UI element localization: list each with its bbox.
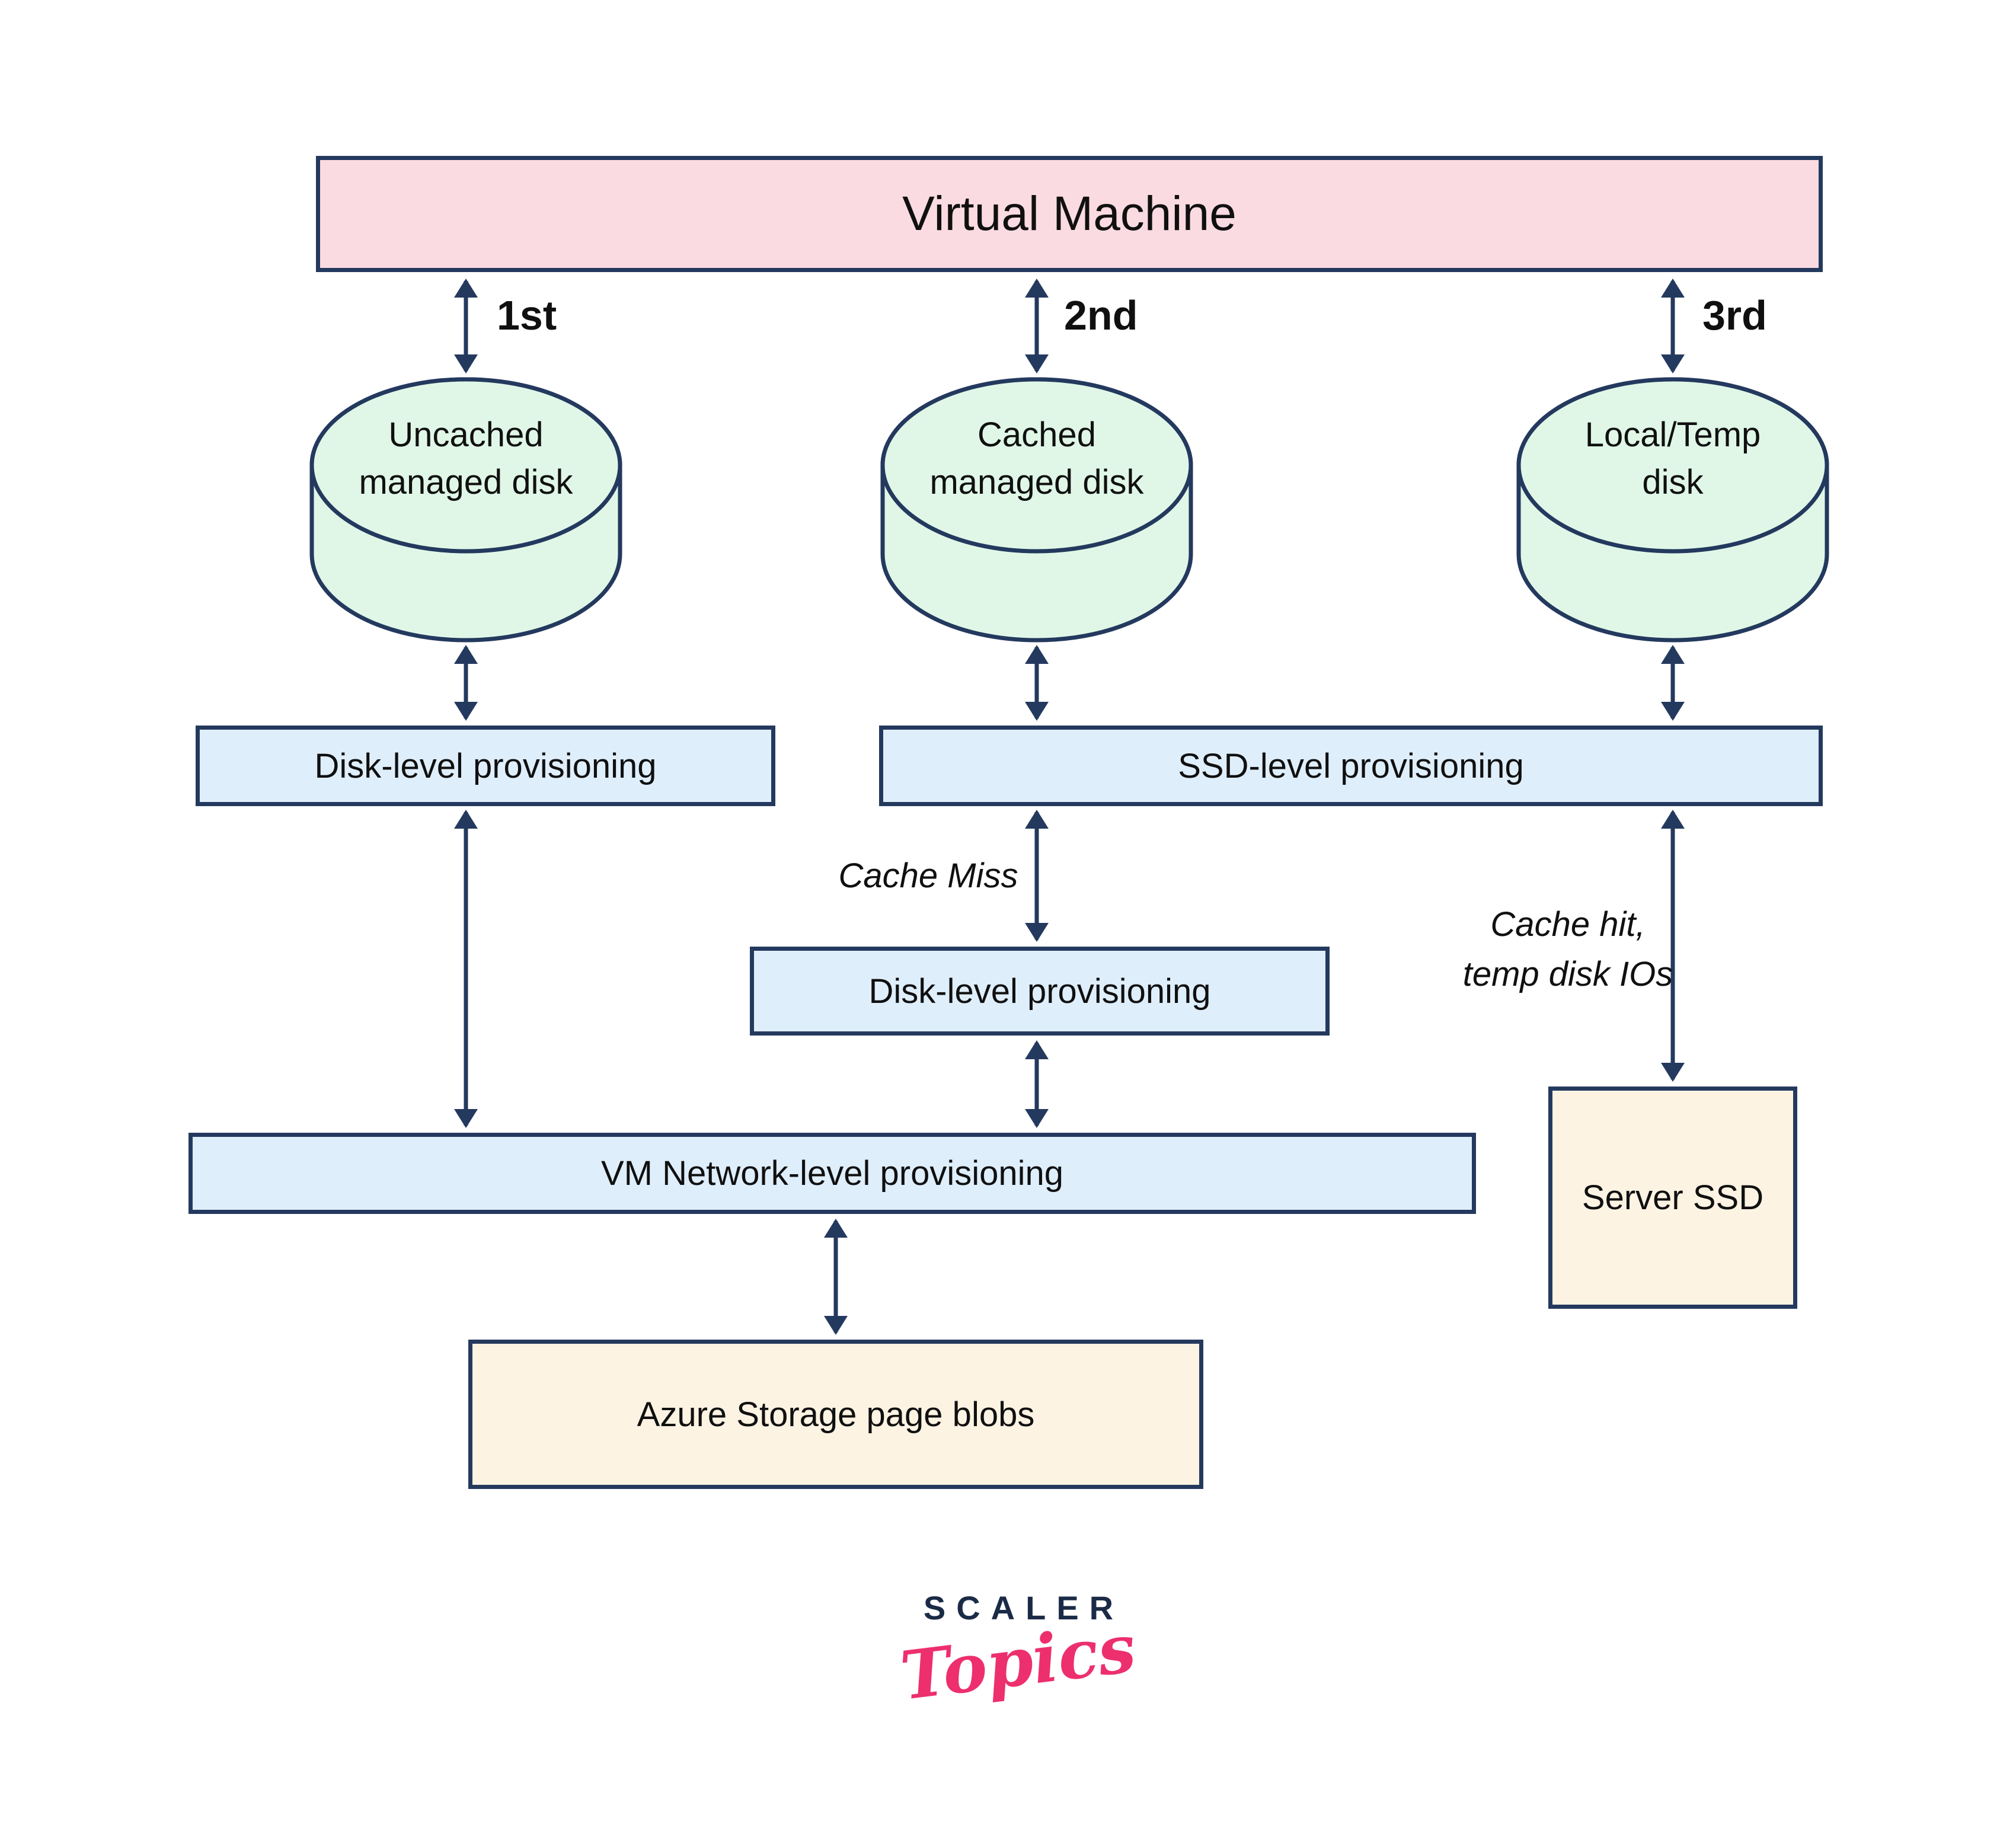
disk-level-provisioning-left-box: Disk-level provisioning [196,726,775,806]
ssd-level-provisioning-box: SSD-level provisioning [879,726,1823,806]
scaler-logo-text: SCALER [923,1589,1124,1626]
order-label-3rd: 3rd [1702,292,1767,338]
scaler-topics-logo: SCALER Topics [823,1589,1214,1715]
local-temp-disk-label: Local/Temp disk [1584,416,1761,501]
vm-network-provisioning-box: VM Network-level provisioning [188,1133,1476,1214]
virtual-machine-box: Virtual Machine [316,156,1823,272]
cache-miss-note: Cache Miss [838,857,1018,895]
local-temp-disk-cylinder [1516,377,1829,643]
disk-level-provisioning-mid-box: Disk-level provisioning [750,947,1330,1036]
order-label-1st: 1st [497,292,557,338]
order-label-2nd: 2nd [1064,292,1138,338]
uncached-disk-label: Uncached managed disk [359,416,573,501]
server-ssd-box: Server SSD [1548,1087,1797,1309]
virtual-machine-title: Virtual Machine [902,187,1237,241]
cache-hit-note: Cache hit, temp disk IOs [1462,905,1673,993]
cached-disk-label: Cached managed disk [929,416,1144,501]
cached-managed-disk-cylinder [880,377,1193,643]
azure-storage-page-blobs-box: Azure Storage page blobs [468,1340,1203,1489]
uncached-managed-disk-cylinder [309,377,622,643]
